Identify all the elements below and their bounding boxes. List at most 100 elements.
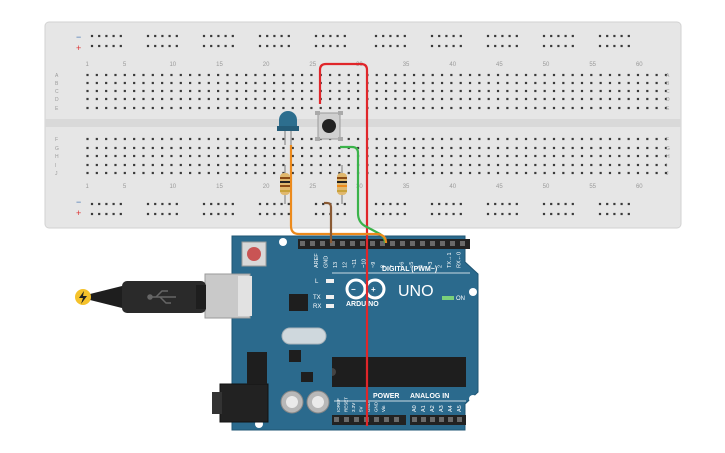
breadboard-hole xyxy=(580,137,584,141)
breadboard-hole xyxy=(543,73,546,77)
breadboard-hole xyxy=(571,106,574,110)
breadboard-hole xyxy=(459,146,462,150)
analog-header[interactable] xyxy=(410,415,466,425)
breadboard-hole xyxy=(282,154,285,158)
breadboard-hole xyxy=(151,137,154,141)
power-label: POWER xyxy=(373,393,399,400)
breadboard-hole xyxy=(273,89,276,93)
rail-hole xyxy=(224,44,227,48)
rail-hole xyxy=(627,34,630,38)
rail-hole xyxy=(445,212,448,216)
breadboard-hole xyxy=(347,163,350,167)
mount-hole xyxy=(469,288,477,296)
breadboard-hole xyxy=(618,89,621,93)
breadboard-hole xyxy=(580,81,584,85)
analog-pin-label: A4 xyxy=(448,405,454,412)
breadboard-hole xyxy=(664,97,668,101)
breadboard-hole xyxy=(599,97,602,101)
breadboard-hole xyxy=(151,97,154,101)
rail-hole xyxy=(396,202,399,206)
column-number: 55 xyxy=(589,184,596,190)
breadboard-hole xyxy=(468,89,472,93)
breadboard-hole xyxy=(347,73,350,77)
breadboard-hole xyxy=(226,73,229,77)
breadboard-hole xyxy=(263,97,266,101)
rail-hole xyxy=(154,212,157,216)
breadboard-hole xyxy=(459,163,462,167)
breadboard-hole xyxy=(179,97,182,101)
breadboard-hole xyxy=(310,146,313,150)
breadboard-hole xyxy=(189,146,192,150)
breadboard-hole xyxy=(123,73,126,77)
breadboard-hole xyxy=(590,97,593,101)
analog-pin-label: A1 xyxy=(421,405,427,412)
rail-hole xyxy=(98,34,101,38)
row-letter: J xyxy=(666,171,669,177)
breadboard-hole xyxy=(543,89,546,93)
breadboard-hole xyxy=(245,171,248,175)
resistor-led[interactable] xyxy=(280,165,290,204)
wire-orange[interactable] xyxy=(289,145,388,244)
breadboard-hole xyxy=(506,81,509,85)
rail-hole xyxy=(389,34,392,38)
breadboard-hole xyxy=(384,154,388,158)
rail-hole xyxy=(202,44,206,48)
breadboard-hole xyxy=(291,97,294,101)
breadboard-hole xyxy=(254,137,257,141)
column-number: 1 xyxy=(86,184,90,190)
breadboard-hole xyxy=(571,171,574,175)
breadboard-hole xyxy=(375,106,378,110)
breadboard-hole xyxy=(375,137,378,141)
breadboard-hole xyxy=(114,81,117,85)
breadboard-hole xyxy=(534,106,537,110)
breadboard-hole xyxy=(496,163,500,167)
rail-hole xyxy=(557,212,560,216)
breadboard-hole xyxy=(114,154,117,158)
column-number: 15 xyxy=(216,62,223,68)
header-pin xyxy=(400,241,405,246)
rail-hole xyxy=(314,212,318,216)
breadboard-hole xyxy=(179,137,182,141)
breadboard-hole xyxy=(198,73,201,77)
header-pin xyxy=(340,241,345,246)
row-letter: G xyxy=(666,146,670,152)
breadboard-hole xyxy=(412,146,416,150)
wire-brown[interactable] xyxy=(324,201,333,243)
breadboard-hole xyxy=(571,146,574,150)
rail-hole xyxy=(613,202,616,206)
breadboard-hole xyxy=(291,163,294,167)
reset-button-cap[interactable] xyxy=(247,247,261,261)
digital-label: DIGITAL (PWM~) xyxy=(382,266,437,273)
power-jack[interactable] xyxy=(219,383,269,423)
resistor-button[interactable] xyxy=(337,165,347,204)
breadboard-hole xyxy=(319,171,322,175)
breadboard-hole xyxy=(608,97,612,101)
breadboard-hole xyxy=(431,89,434,93)
row-letter: I xyxy=(55,163,56,169)
breadboard-hole xyxy=(170,81,173,85)
breadboard-hole xyxy=(151,89,154,93)
breadboard-hole xyxy=(282,89,285,93)
arduino-uno-board[interactable]: L TX RX ON DIGITAL (PWM~) POWER ANALOG I… xyxy=(204,235,479,431)
breadboard-hole xyxy=(375,81,378,85)
breadboard-hole xyxy=(273,163,276,167)
breadboard-hole xyxy=(291,106,294,110)
usb-cable[interactable] xyxy=(78,281,206,313)
header-pin xyxy=(354,417,359,422)
breadboard-hole xyxy=(86,137,89,141)
breadboard-hole xyxy=(95,137,98,141)
led-blue[interactable] xyxy=(277,111,299,145)
pushbutton[interactable] xyxy=(315,111,343,141)
brand-label: ARDUINO xyxy=(346,301,379,308)
rail-hole xyxy=(168,34,171,38)
l-led xyxy=(326,279,334,283)
breadboard-hole xyxy=(580,163,584,167)
chip-notch xyxy=(332,368,336,376)
breadboard-hole xyxy=(375,154,378,158)
wire-red[interactable] xyxy=(318,62,369,426)
rail-hole xyxy=(231,44,234,48)
rail-hole xyxy=(389,212,392,216)
breadboard-hole xyxy=(636,154,640,158)
breadboard-hole xyxy=(375,171,378,175)
